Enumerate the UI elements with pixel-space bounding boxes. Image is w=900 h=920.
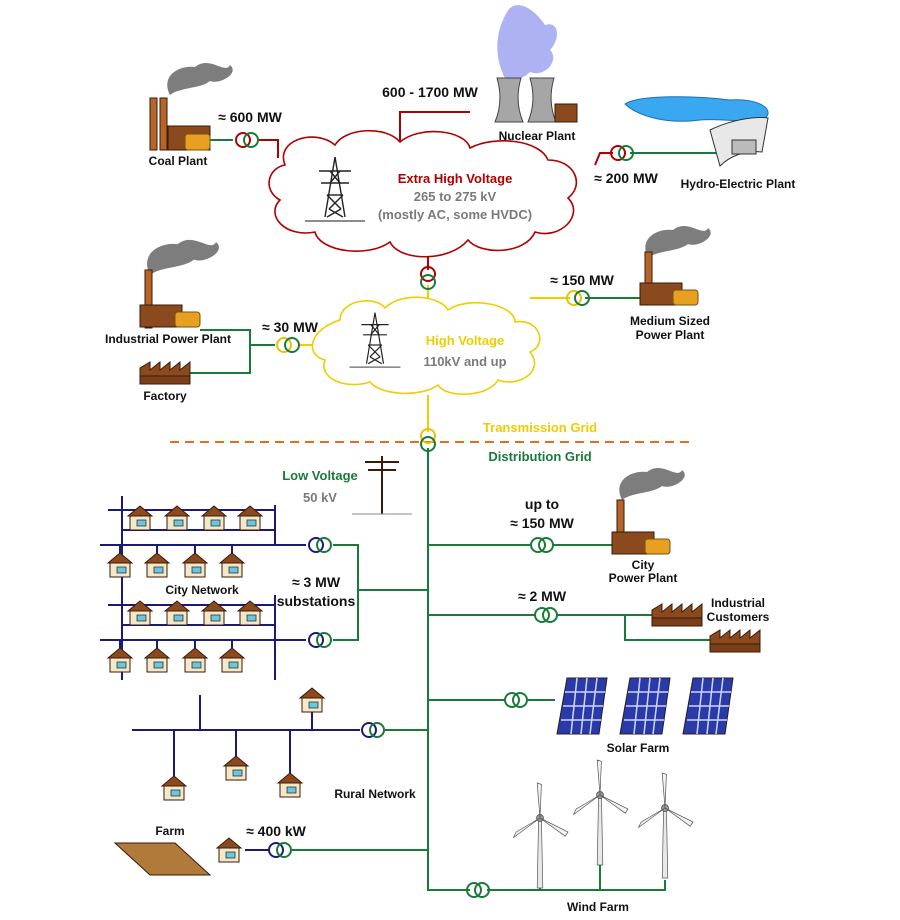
solar-panel-1-icon	[556, 677, 608, 735]
extra-high-wires	[258, 111, 613, 270]
utility-pole-icon	[352, 456, 412, 515]
farm-transformer-icon	[268, 842, 292, 858]
wind-turbine-3-icon	[638, 772, 694, 879]
city-plant-label-1: City	[632, 558, 655, 572]
wind-farm-label: Wind Farm	[567, 900, 629, 914]
city-network-label: City Network	[165, 583, 239, 597]
city-substation-1-icon	[308, 537, 332, 553]
city-plant-power-1: up to	[525, 496, 559, 512]
rural-network-label: Rural Network	[334, 787, 416, 801]
rural-network-houses	[161, 687, 325, 801]
farm-label: Farm	[155, 824, 184, 838]
nuclear-plant-label: Nuclear Plant	[499, 129, 576, 143]
rural-transformer-icon	[361, 722, 385, 738]
high-to-distribution-transformer-icon	[420, 428, 436, 452]
industrial-customers-label-2: Customers	[707, 610, 770, 624]
wind-turbine-2-icon	[573, 759, 629, 866]
industrial-customers-label-1: Industrial	[711, 596, 765, 610]
nuclear-plant-icon	[494, 5, 578, 123]
substations-power: ≈ 3 MW	[292, 574, 341, 590]
high-voltage-cloud	[311, 296, 541, 395]
hydro-transformer-icon	[610, 145, 634, 161]
distribution-grid-label: Distribution Grid	[488, 449, 591, 464]
green-wires	[189, 134, 720, 891]
substations-label: substations	[277, 593, 356, 609]
low-voltage-title: Low Voltage	[282, 468, 358, 483]
industrial-plant-transformer-icon	[276, 337, 300, 353]
city-plant-label-2: Power Plant	[609, 571, 678, 585]
solar-transformer-icon	[504, 692, 528, 708]
city-substation-2-icon	[308, 632, 332, 648]
extra-high-note: (mostly AC, some HVDC)	[378, 207, 532, 222]
factory-label: Factory	[143, 389, 187, 403]
farm-power: ≈ 400 kW	[246, 823, 307, 839]
hydro-plant-power: ≈ 200 MW	[594, 170, 658, 186]
hydro-plant-icon	[624, 96, 769, 167]
industrial-customers-transformer-icon	[534, 607, 558, 623]
city-power-plant-icon	[611, 468, 685, 555]
wind-turbine-1-icon	[513, 782, 569, 889]
medium-power-plant-icon	[639, 226, 711, 306]
nuclear-plant-power: 600 - 1700 MW	[382, 84, 478, 100]
transmission-grid-label: Transmission Grid	[483, 420, 597, 435]
industrial-power-plant-icon	[139, 239, 219, 329]
farm-house-icon	[216, 837, 242, 863]
low-voltage-range: 50 kV	[303, 490, 337, 505]
industrial-power-plant-label: Industrial Power Plant	[105, 332, 231, 346]
factory-icon	[139, 361, 191, 385]
medium-power-plant-label-2: Power Plant	[636, 328, 705, 342]
coal-transformer-icon	[235, 132, 259, 148]
farm-field-icon	[113, 842, 212, 876]
high-wires	[300, 285, 570, 432]
city-plant-power-2: ≈ 150 MW	[510, 515, 574, 531]
industrial-power-plant-power: ≈ 30 MW	[262, 319, 319, 335]
wind-transformer-icon	[466, 882, 490, 898]
extra-high-title: Extra High Voltage	[398, 171, 513, 186]
extra-high-voltage-cloud	[268, 129, 578, 258]
industrial-customer-factory-2-icon	[709, 629, 761, 653]
solar-farm-label: Solar Farm	[607, 741, 670, 755]
solar-panel-2-icon	[619, 677, 671, 735]
coal-plant-power: ≈ 600 MW	[218, 109, 282, 125]
hydro-plant-label: Hydro-Electric Plant	[681, 177, 796, 191]
coal-plant-label: Coal Plant	[149, 154, 208, 168]
high-range: 110kV and up	[423, 354, 506, 369]
industrial-customers-power: ≈ 2 MW	[518, 588, 567, 604]
solar-panel-3-icon	[682, 677, 734, 735]
extra-high-range: 265 to 275 kV	[414, 189, 497, 204]
industrial-customer-factory-1-icon	[651, 603, 703, 627]
medium-power-plant-label-1: Medium Sized	[630, 314, 710, 328]
city-plant-transformer-icon	[530, 537, 554, 553]
medium-power-plant-power: ≈ 150 MW	[550, 272, 614, 288]
high-title: High Voltage	[426, 333, 504, 348]
coal-plant-icon	[149, 63, 233, 151]
